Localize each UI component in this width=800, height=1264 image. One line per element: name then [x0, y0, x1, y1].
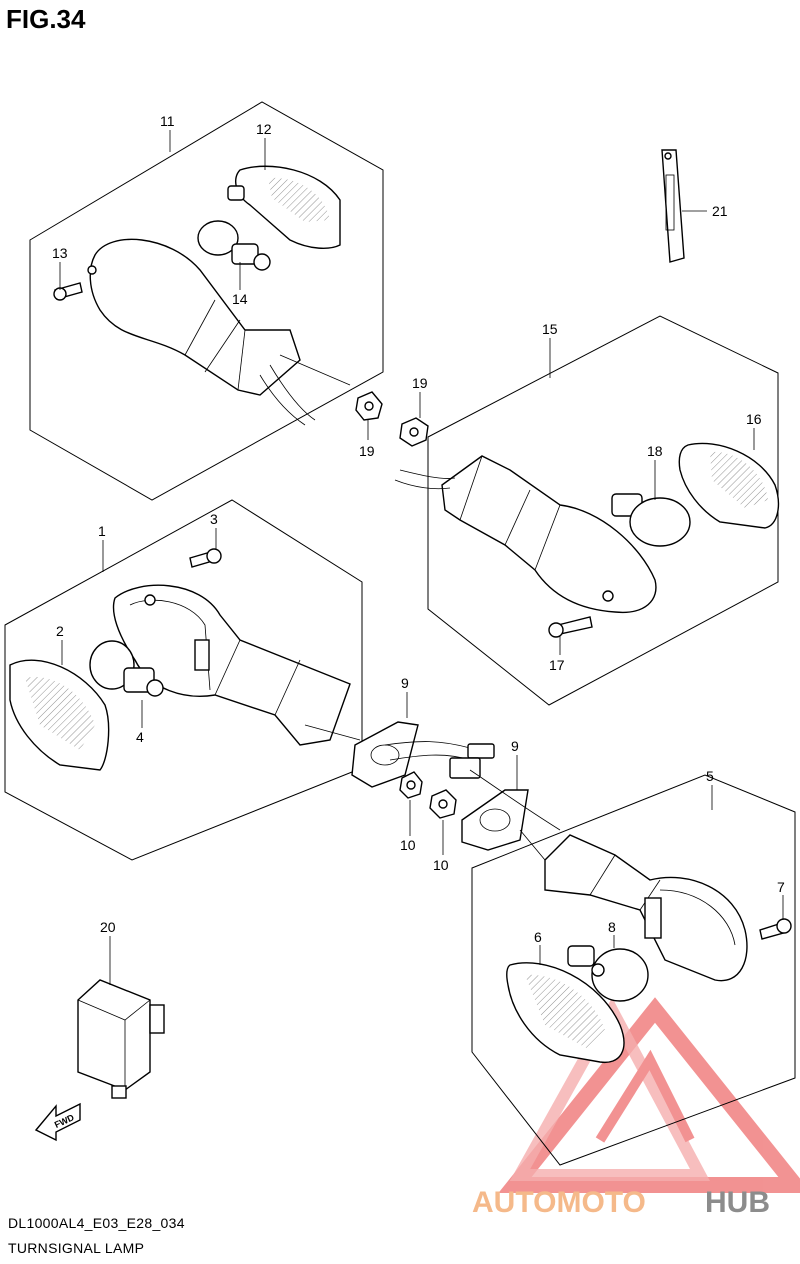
model-code: DL1000AL4_E03_E28_034	[8, 1215, 185, 1231]
group-frame-5	[471, 774, 796, 1166]
lamp-assembly-15	[394, 455, 657, 614]
callout-15: 15	[542, 321, 558, 337]
bulb-4	[89, 640, 164, 697]
lens-16	[678, 442, 780, 529]
callout-9-right: 9	[511, 738, 519, 754]
callout-19-upper: 19	[412, 375, 428, 391]
callout-2: 2	[56, 623, 64, 639]
lamp-assembly-5	[519, 829, 748, 982]
callout-1: 1	[98, 523, 106, 539]
callout-12: 12	[256, 121, 272, 137]
callout-10-right: 10	[433, 857, 449, 873]
fwd-direction-arrow: FWD	[34, 1102, 81, 1142]
lens-2	[9, 659, 110, 771]
group-frame-15	[427, 315, 779, 706]
figure-title: FIG.34	[6, 4, 86, 34]
callout-19-lower: 19	[359, 443, 375, 459]
nut-10-right	[429, 789, 457, 819]
bulb-14	[197, 220, 271, 271]
callout-18: 18	[647, 443, 663, 459]
lamp-assembly-11	[87, 238, 351, 426]
nut-19-right	[399, 417, 429, 447]
lens-6	[505, 962, 625, 1064]
lamp-assembly-1	[112, 584, 361, 746]
callout-13: 13	[52, 245, 68, 261]
callout-10-left: 10	[400, 837, 416, 853]
screw-3	[189, 548, 222, 568]
screw-17	[548, 616, 593, 638]
bulb-18	[611, 493, 691, 547]
gasket-9-left	[351, 721, 495, 788]
lens-12	[227, 165, 341, 249]
watermark-logo	[498, 997, 800, 1193]
callout-8: 8	[608, 919, 616, 935]
watermark-text-part2: HUB	[705, 1186, 770, 1219]
callout-6: 6	[534, 929, 542, 945]
figure-name: TURNSIGNAL LAMP	[8, 1240, 145, 1256]
callout-labels: 11 12 13 14 21 15 19 19 16 18 3 1 2 17 9…	[52, 113, 785, 945]
watermark-text-part1: AUTOMOTO	[472, 1186, 646, 1219]
callout-14: 14	[232, 291, 248, 307]
callout-17: 17	[549, 657, 565, 673]
callout-16: 16	[746, 411, 762, 427]
callout-7: 7	[777, 879, 785, 895]
relay-20	[77, 979, 165, 1099]
strap-21	[661, 149, 685, 263]
nut-19-left	[355, 391, 383, 421]
group-frame-11	[29, 101, 384, 501]
screw-13	[53, 282, 83, 301]
callout-21: 21	[712, 203, 728, 219]
screw-7	[759, 918, 792, 940]
callout-5: 5	[706, 768, 714, 784]
nut-10-left	[399, 771, 423, 799]
callout-4: 4	[136, 729, 144, 745]
bulb-8	[567, 945, 649, 1002]
callout-3: 3	[210, 511, 218, 527]
callout-20: 20	[100, 919, 116, 935]
leader-lines	[59, 130, 784, 985]
callout-9-left: 9	[401, 675, 409, 691]
gasket-9-right	[449, 757, 561, 851]
callout-11: 11	[160, 113, 175, 129]
